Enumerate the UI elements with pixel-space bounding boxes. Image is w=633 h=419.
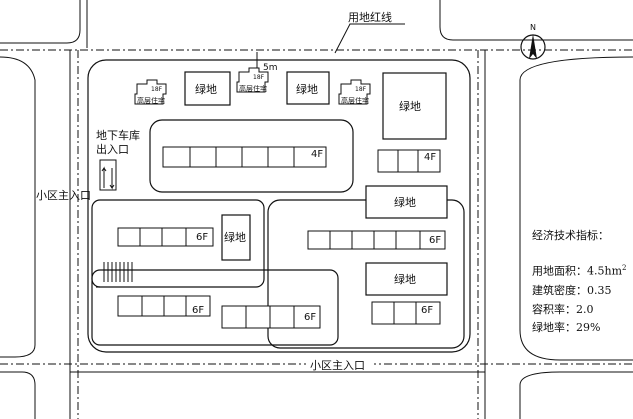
row-dividers	[139, 147, 421, 328]
main-entrance-west-label: 小区主入口	[36, 189, 91, 202]
high-rise-floors-2: 18F	[253, 74, 265, 81]
indicator-area-sup: 2	[622, 264, 627, 272]
high-rise-floors-1: 18F	[151, 86, 163, 93]
main-entrance-south-label: 小区主入口	[310, 359, 365, 372]
high-rise-name-1: 高层住宅	[137, 96, 165, 105]
green-label-3: 绿地	[399, 99, 421, 113]
green-label-5: 绿地	[224, 230, 246, 244]
floors-label-6f-2: 6F	[429, 235, 441, 246]
green-area-4	[365, 185, 448, 219]
indicator-far: 容积率：2.0	[532, 303, 594, 316]
floors-label-6f-5: 6F	[421, 305, 433, 316]
floors-label-6f-3: 6F	[192, 305, 204, 316]
floors-label-4f-2: 4F	[424, 152, 436, 163]
floors-label-6f-1: 6F	[196, 232, 208, 243]
indicator-density: 建筑密度：0.35	[532, 284, 612, 297]
indicators-title: 经济技术指标：	[532, 229, 609, 242]
green-label-4: 绿地	[394, 195, 416, 209]
green-label-6: 绿地	[394, 272, 416, 286]
floors-label-6f-4: 6F	[304, 312, 316, 323]
red-line-label: 用地红线	[348, 10, 392, 24]
garage-ramp	[99, 159, 117, 191]
north-arrow	[520, 34, 546, 60]
green-area-5	[221, 214, 251, 261]
high-rise-name-2: 高层住宅	[239, 84, 267, 93]
setback-label: 5m	[263, 63, 278, 73]
indicator-area: 用地面积：4.5hm2	[532, 264, 627, 278]
indicator-green-rate: 绿地率：29%	[532, 321, 601, 334]
setback-marker	[252, 52, 262, 68]
green-areas	[184, 71, 448, 296]
green-area-1	[184, 71, 231, 106]
green-label-1: 绿地	[195, 82, 217, 96]
green-area-2	[286, 71, 330, 105]
red-line-leader	[334, 23, 405, 54]
garage-label-2: 出入口	[96, 142, 129, 156]
inner-ring-road	[87, 59, 471, 353]
floors-label-4f-1: 4F	[311, 149, 323, 160]
high-rise-towers	[134, 67, 371, 105]
garage-label-1: 地下车库	[96, 128, 140, 142]
parking-stripes	[103, 262, 133, 282]
high-rise-name-3: 高层住宅	[341, 96, 369, 105]
green-area-6	[365, 262, 448, 296]
north-arrow-label: N	[530, 23, 536, 32]
high-rise-floors-3: 18F	[355, 86, 367, 93]
green-label-2: 绿地	[296, 82, 318, 96]
green-area-3	[382, 72, 447, 140]
